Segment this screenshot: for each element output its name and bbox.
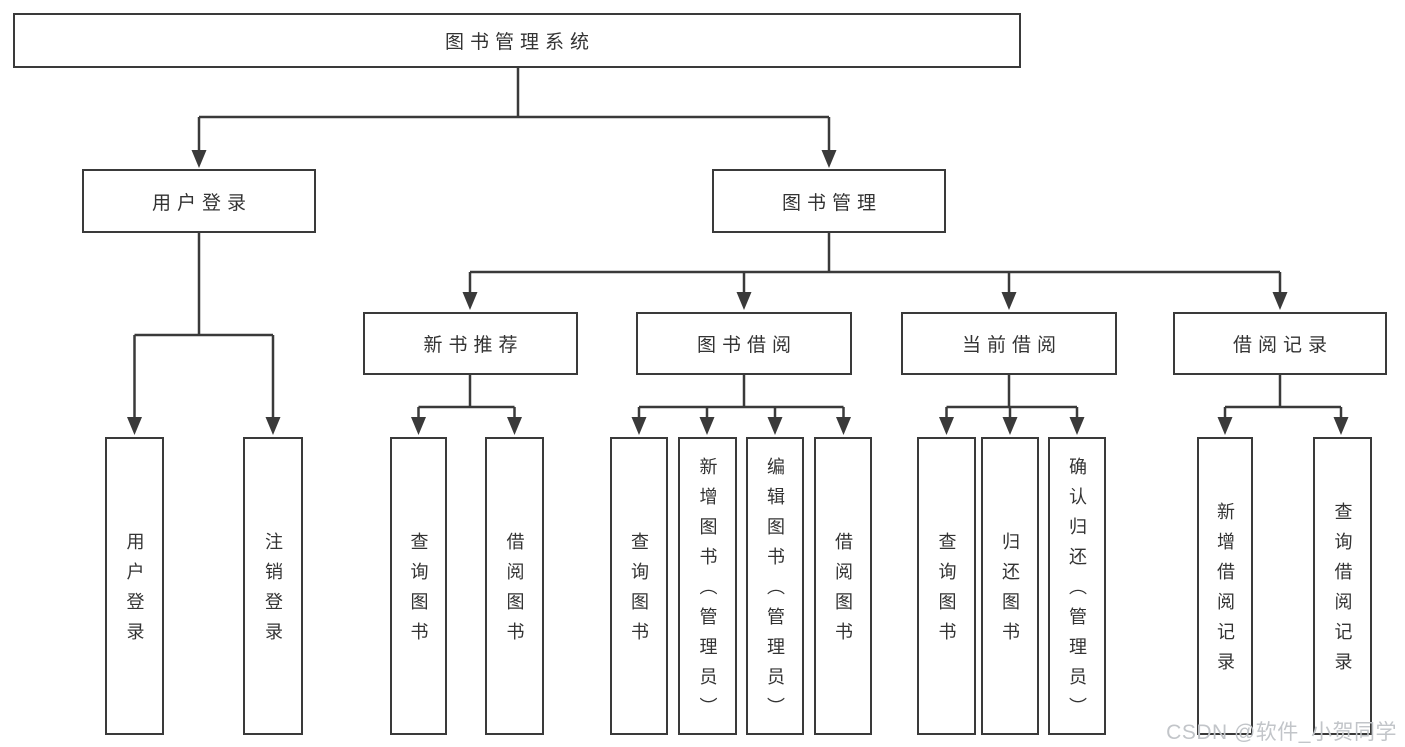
leaf-borrow-books-recommend: 借阅图书 bbox=[485, 437, 544, 735]
node-label: 借阅记录 bbox=[1232, 335, 1333, 356]
leaf-label: 借阅图书 bbox=[504, 532, 525, 652]
leaf-label: 确认归还（管理员） bbox=[1067, 457, 1087, 727]
leaf-edit-books-admin: 编辑图书（管理员） bbox=[746, 437, 804, 735]
node-label: 当前借阅 bbox=[961, 335, 1062, 356]
node-label: 图书管理 bbox=[781, 192, 882, 214]
leaf-return-books: 归还图书 bbox=[981, 437, 1039, 735]
leaf-label: 归还图书 bbox=[1000, 532, 1020, 652]
arrowheads bbox=[127, 150, 1349, 435]
node-new-book-recommend: 新书推荐 bbox=[363, 312, 578, 375]
leaf-query-borrow-record: 查询借阅记录 bbox=[1313, 437, 1372, 735]
leaf-label: 新增图书（管理员） bbox=[697, 457, 718, 727]
leaf-label: 编辑图书（管理员） bbox=[765, 457, 785, 727]
node-label: 用户登录 bbox=[151, 192, 252, 214]
node-library-management-system: 图书管理系统 bbox=[13, 13, 1021, 68]
leaf-add-borrow-record: 新增借阅记录 bbox=[1197, 437, 1253, 735]
node-label: 新书推荐 bbox=[423, 335, 524, 356]
leaf-label: 新增借阅记录 bbox=[1215, 502, 1235, 682]
leaf-query-books-recommend: 查询图书 bbox=[390, 437, 447, 735]
leaf-label: 用户登录 bbox=[124, 532, 145, 652]
leaf-add-books-admin: 新增图书（管理员） bbox=[678, 437, 737, 735]
leaf-logout-login: 注销登录 bbox=[243, 437, 303, 735]
leaf-label: 查询图书 bbox=[629, 532, 649, 652]
leaf-label: 查询借阅记录 bbox=[1332, 502, 1353, 682]
leaf-query-books-borrowing: 查询图书 bbox=[610, 437, 668, 735]
leaf-label: 查询图书 bbox=[408, 532, 429, 652]
leaf-label: 注销登录 bbox=[263, 532, 283, 652]
leaf-label: 借阅图书 bbox=[833, 532, 853, 652]
node-book-management: 图书管理 bbox=[712, 169, 946, 233]
leaf-user-login: 用户登录 bbox=[105, 437, 164, 735]
node-book-borrowing: 图书借阅 bbox=[636, 312, 852, 375]
watermark-text: CSDN @软件_小贺同学 bbox=[1166, 721, 1397, 744]
leaf-query-books-current: 查询图书 bbox=[917, 437, 976, 735]
node-current-borrowing: 当前借阅 bbox=[901, 312, 1117, 375]
node-user-login: 用户登录 bbox=[82, 169, 316, 233]
leaf-borrow-books: 借阅图书 bbox=[814, 437, 872, 735]
node-label: 图书管理系统 bbox=[444, 32, 595, 53]
leaf-confirm-return-admin: 确认归还（管理员） bbox=[1048, 437, 1106, 735]
node-borrowing-records: 借阅记录 bbox=[1173, 312, 1387, 375]
leaf-label: 查询图书 bbox=[936, 532, 957, 652]
node-label: 图书借阅 bbox=[696, 335, 797, 356]
